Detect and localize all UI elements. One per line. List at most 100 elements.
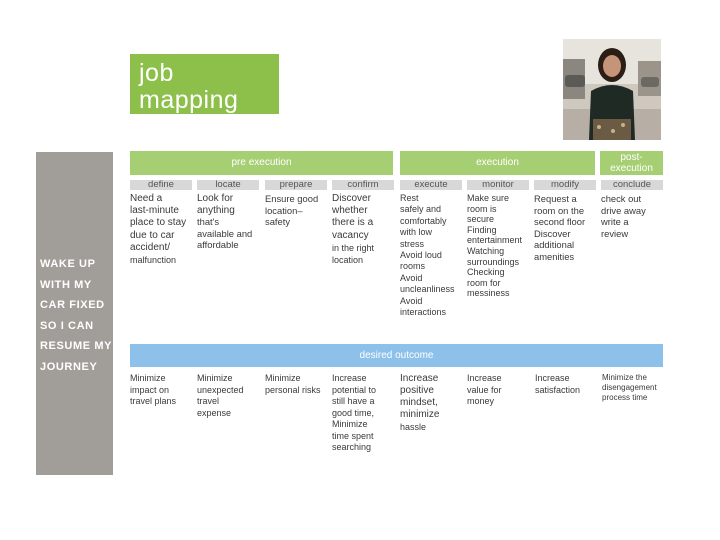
outcome-line: unexpected: [197, 384, 244, 395]
step-detail-define: Need a last-minute place to stay due to …: [130, 193, 196, 266]
step-detail-monitor: Make sure room is secure Finding enterta…: [467, 193, 533, 299]
page-title: job mapping: [130, 54, 279, 114]
step-locate: locate: [197, 179, 259, 190]
detail-line: Need a: [130, 193, 163, 204]
job-statement-line: RESUME MY: [40, 340, 113, 353]
detail-line: Make sure: [467, 193, 510, 203]
detail-line: surroundings: [467, 256, 520, 267]
outcome-line: money: [467, 396, 495, 406]
job-statement: WAKE UP WITH MY CAR FIXED SO I CAN RESUM…: [40, 254, 120, 378]
detail-line: Avoid: [400, 272, 423, 283]
detail-line: Request a: [534, 193, 577, 204]
outcome-line: process time: [602, 393, 648, 402]
outcome-line: searching: [332, 442, 372, 452]
outcome-line: still have a: [332, 396, 375, 406]
detail-line: Finding: [467, 224, 497, 235]
outcome-line: travel: [197, 396, 220, 406]
detail-line: amenities: [534, 250, 575, 262]
persona-photo-image: [563, 39, 661, 140]
detail-line: anything: [197, 204, 235, 216]
detail-line: Avoid: [400, 295, 423, 306]
outcome-line: Increase: [332, 373, 367, 383]
step-confirm: confirm: [332, 179, 394, 190]
outcome-line: personal risks: [265, 384, 321, 395]
outcome-line: Minimize the: [602, 373, 647, 382]
outcome-line: Increase: [535, 373, 570, 383]
detail-line: Look for: [197, 193, 234, 204]
step-detail-prepare: Ensure good location– safety: [265, 193, 331, 228]
detail-line: uncleanliness: [400, 284, 455, 295]
outcome-line: value for: [467, 384, 502, 395]
detail-line: location–: [265, 204, 303, 216]
outcome-line: Increase: [400, 373, 439, 384]
step-detail-confirm: Discover whether there is a vacancy in t…: [332, 193, 398, 266]
outcome-line: hassle: [400, 422, 427, 432]
detail-line: last-minute: [130, 205, 179, 217]
outcome-line: Minimize: [197, 373, 233, 383]
phase-post-execution-line-1: post-: [620, 152, 643, 163]
outcome-define: Minimize impact on travel plans: [130, 373, 196, 408]
phase-execution: execution: [400, 151, 595, 175]
job-statement-line: SO I CAN: [40, 319, 94, 332]
detail-line: rooms: [400, 261, 426, 272]
outcome-line: minimize: [400, 409, 440, 420]
detail-line: Checking: [467, 267, 505, 278]
detail-line: whether: [332, 205, 368, 217]
outcome-locate: Minimize unexpected travel expense: [197, 373, 263, 419]
side-panel: [36, 152, 113, 475]
step-monitor: monitor: [467, 179, 529, 190]
job-statement-line: WAKE UP: [40, 258, 96, 270]
job-statement-line: JOURNEY: [40, 360, 98, 373]
step-detail-modify: Request a room on the second floor Disco…: [534, 193, 600, 263]
detail-line: stress: [400, 238, 425, 249]
outcome-line: disengagement: [602, 383, 657, 392]
title-line-1: job: [139, 59, 174, 87]
detail-line: interactions: [400, 307, 447, 318]
detail-line: second floor: [534, 216, 586, 228]
outcome-line: mindset,: [400, 397, 438, 408]
outcome-modify: Increase satisfaction: [535, 373, 601, 396]
outcome-line: impact on: [130, 384, 170, 395]
detail-line: due to car: [130, 229, 175, 241]
outcome-line: Minimize: [332, 419, 368, 429]
detail-line: safely and: [400, 204, 442, 215]
step-conclude: conclude: [601, 179, 663, 190]
detail-line: available and: [197, 227, 253, 239]
phase-post-execution: post- execution: [600, 151, 663, 175]
outcome-line: Increase: [467, 373, 502, 383]
step-detail-conclude: check out drive away write a review: [601, 193, 667, 239]
step-detail-locate: Look for anything that's available and a…: [197, 193, 263, 251]
phase-post-execution-line-2: execution: [610, 163, 653, 174]
detail-line: room for: [467, 277, 501, 288]
detail-line: vacancy: [332, 229, 369, 241]
outcome-line: travel plans: [130, 396, 177, 406]
detail-line: Discover: [332, 193, 371, 204]
detail-line: safety: [265, 216, 291, 228]
outcome-confirm: Increase potential to still have a good …: [332, 373, 398, 454]
detail-line: drive away: [601, 204, 646, 216]
step-modify: modify: [534, 179, 596, 190]
outcome-line: time spent: [332, 430, 374, 441]
outcome-line: satisfaction: [535, 384, 581, 395]
detail-line: check out: [601, 193, 642, 204]
outcome-line: expense: [197, 407, 232, 418]
detail-line: Rest: [400, 193, 419, 203]
detail-line: with low: [400, 227, 433, 238]
job-statement-line: CAR FIXED: [40, 299, 105, 312]
detail-line: write a: [601, 216, 629, 228]
detail-line: location: [332, 255, 364, 266]
outcome-prepare: Minimize personal risks: [265, 373, 331, 396]
detail-line: in the right: [332, 242, 375, 253]
outcome-line: Minimize: [130, 373, 166, 383]
title-line-2: mapping: [139, 86, 239, 114]
phase-pre-execution: pre execution: [130, 151, 393, 175]
detail-line: entertainment: [467, 235, 523, 246]
detail-line: comfortably: [400, 215, 447, 226]
detail-line: additional: [534, 239, 575, 251]
outcome-line: Minimize: [265, 373, 301, 383]
detail-line: Avoid loud: [400, 250, 442, 261]
step-detail-execute: Rest safely and comfortably with low str…: [400, 193, 466, 318]
outcome-conclude: Minimize the disengagement process time: [602, 373, 668, 403]
outcome-line: good time,: [332, 407, 375, 418]
step-prepare: prepare: [265, 179, 327, 190]
